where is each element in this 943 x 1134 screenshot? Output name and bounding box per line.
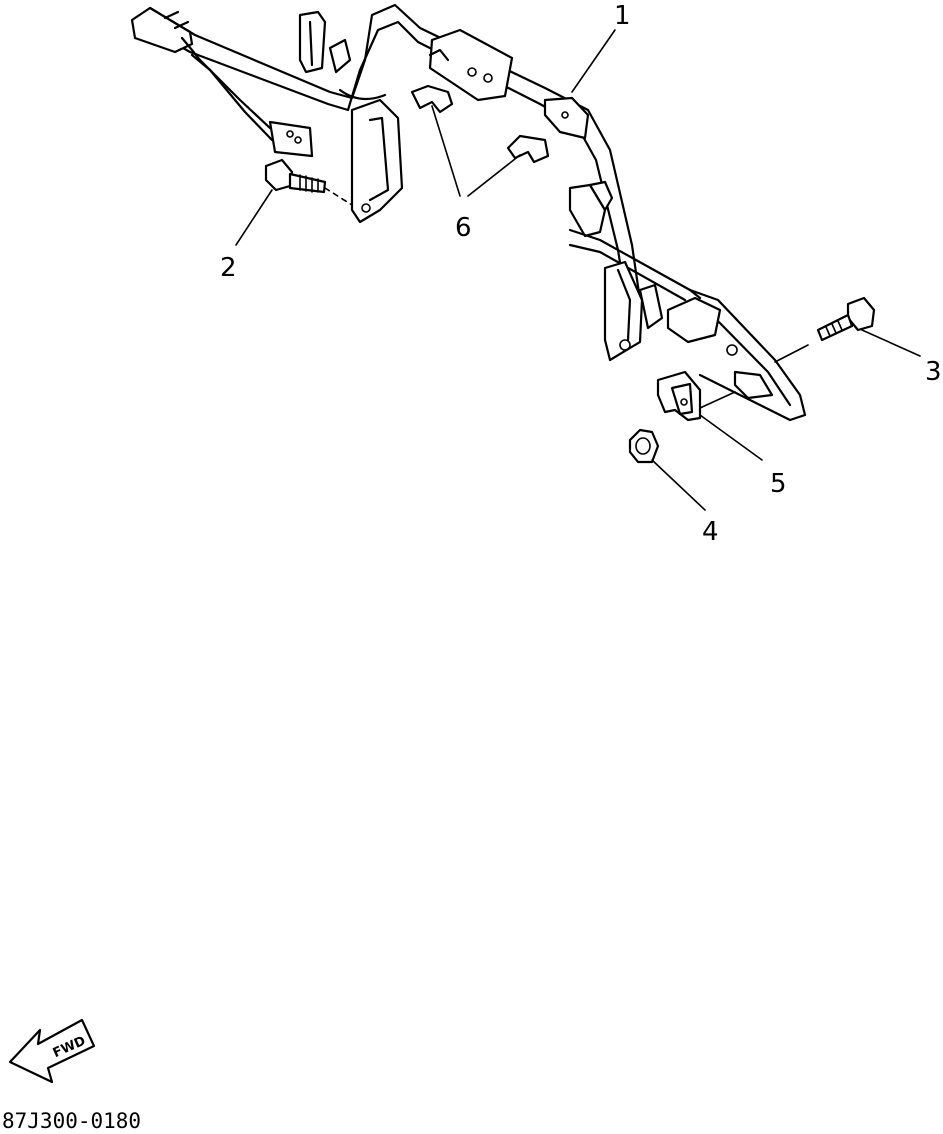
leader-6b [467, 154, 521, 197]
handle-frame [130, 3, 807, 422]
bracket-part-5 [656, 370, 736, 422]
leader-lines [235, 29, 921, 511]
fwd-arrow-icon: FWD [8, 1018, 96, 1084]
leader-1 [571, 29, 616, 93]
clamp-part-6 [410, 84, 550, 164]
leader-3 [861, 329, 921, 357]
leader-4 [651, 459, 706, 511]
callout-1: 1 [614, 1, 631, 31]
callout-labels: 1 2 3 4 5 6 [220, 1, 942, 547]
bolt-part-3 [816, 296, 876, 342]
callout-5: 5 [770, 469, 787, 499]
callout-6: 6 [455, 213, 472, 243]
nut-part-4 [628, 428, 660, 464]
leader-5 [699, 414, 763, 461]
leader-2 [235, 189, 273, 246]
callout-4: 4 [702, 517, 719, 547]
leader-3b [774, 344, 809, 363]
bolt-part-2 [264, 158, 353, 206]
callout-3: 3 [925, 357, 942, 387]
leader-6a [431, 105, 461, 197]
drawing-code: 87J300-0180 [2, 1109, 141, 1133]
callout-2: 2 [220, 253, 237, 283]
